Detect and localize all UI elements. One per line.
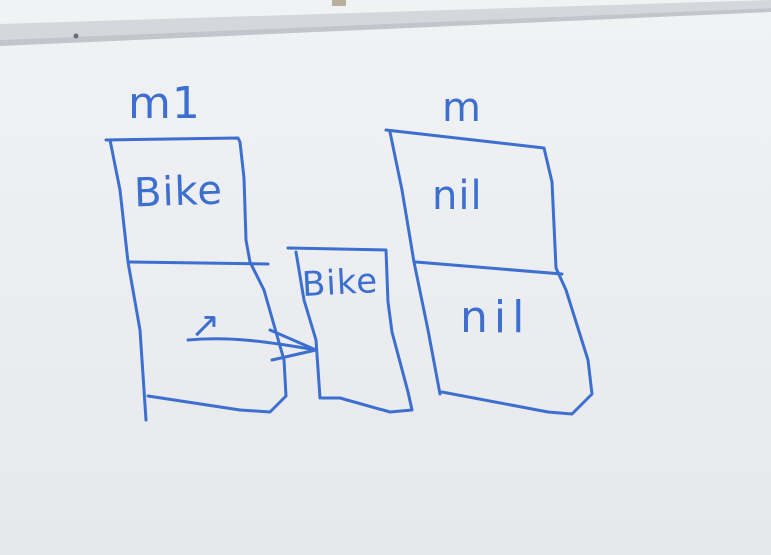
pointer-arrowhead bbox=[268, 328, 318, 362]
box-bike-object bbox=[286, 246, 414, 414]
box-m1 bbox=[104, 136, 288, 414]
box-bike-object-left bbox=[294, 250, 322, 400]
pointer-arrow bbox=[186, 337, 318, 352]
m1-field-value: Bike bbox=[133, 167, 224, 217]
box-m1-left-edge bbox=[108, 138, 148, 422]
variable-label-m: m bbox=[442, 85, 482, 131]
box-m-outline bbox=[384, 128, 594, 416]
box-m1-divider bbox=[128, 260, 270, 266]
box-m-left-edge bbox=[388, 130, 442, 396]
box-m-divider bbox=[414, 260, 564, 276]
variable-label-m1: m1 bbox=[128, 78, 201, 129]
m-field-value-1: nil bbox=[432, 173, 483, 219]
m1-pointer-field: ↗ bbox=[190, 305, 222, 346]
whiteboard-tray bbox=[0, 0, 771, 46]
m-field-value-2: nil bbox=[460, 292, 531, 343]
heap-object-value: Bike bbox=[301, 261, 380, 305]
